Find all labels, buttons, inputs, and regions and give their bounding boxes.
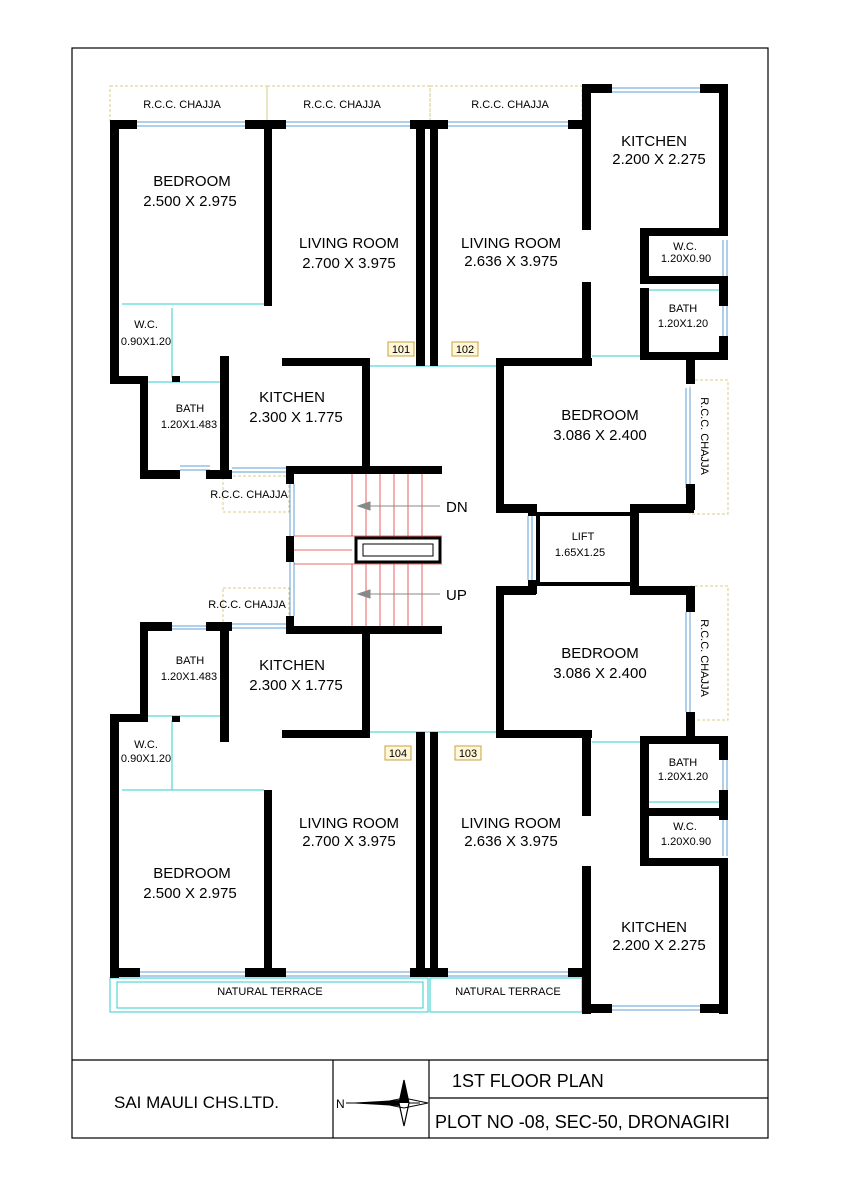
room-name-living-102: LIVING ROOM <box>461 235 561 252</box>
room-size-bath-bl: 1.20X1.483 <box>161 671 217 683</box>
flat-number-boxes <box>384 341 482 761</box>
room-size-wc-tr: 1.20X0.90 <box>661 253 711 265</box>
room-size-bedroom-103: 3.086 X 2.400 <box>553 665 646 682</box>
room-name-lift: LIFT <box>572 531 595 543</box>
stair-up-label: UP <box>446 587 467 604</box>
room-size-kitchen-101: 2.300 X 1.775 <box>249 409 342 426</box>
chajja-label: R.C.C. CHAJJA <box>208 599 286 611</box>
north-label: N <box>336 1097 345 1111</box>
chajja-label: R.C.C. CHAJJA <box>303 99 381 111</box>
room-name-bath-bl: BATH <box>176 655 205 667</box>
room-name-kitchen-101: KITCHEN <box>259 389 325 406</box>
room-size-kitchen-tr: 2.200 X 2.275 <box>612 151 705 168</box>
room-size-kitchen-br: 2.200 X 2.275 <box>612 937 705 954</box>
stair-well-inner <box>362 543 434 557</box>
terrace-label-left: NATURAL TERRACE <box>217 986 323 998</box>
plan-title: 1ST FLOOR PLAN <box>452 1071 604 1091</box>
room-name-bedroom-103: BEDROOM <box>561 645 639 662</box>
room-name-bedroom-102: BEDROOM <box>561 407 639 424</box>
room-size-wc-br: 1.20X0.90 <box>661 836 711 848</box>
walls <box>110 84 728 1014</box>
flat-number-101: 101 <box>392 344 410 356</box>
room-size-bedroom-bl: 2.500 X 2.975 <box>143 885 236 902</box>
room-size-bath-br: 1.20X1.20 <box>658 771 708 783</box>
plot-address: PLOT NO -08, SEC-50, DRONAGIRI <box>435 1112 730 1132</box>
room-name-bath-br: BATH <box>669 757 698 769</box>
room-name-bedroom-bl: BEDROOM <box>153 865 231 882</box>
room-name-kitchen-tr: KITCHEN <box>621 133 687 150</box>
room-name-wc-tl: W.C. <box>134 319 158 331</box>
room-size-wc-tl: 0.90X1.20 <box>121 336 171 348</box>
room-size-living-102: 2.636 X 3.975 <box>464 253 557 270</box>
room-size-lift: 1.65X1.25 <box>555 547 605 559</box>
chajja-label: R.C.C. CHAJJA <box>698 397 710 475</box>
room-size-living-103: 2.636 X 3.975 <box>464 833 557 850</box>
room-name-bath-tr: BATH <box>669 303 698 315</box>
terrace-label-right: NATURAL TERRACE <box>455 986 561 998</box>
room-name-bedroom-tl: BEDROOM <box>153 173 231 190</box>
room-name-wc-bl: W.C. <box>134 739 158 751</box>
room-name-wc-tr: W.C. <box>673 241 697 253</box>
room-name-living-104: LIVING ROOM <box>299 815 399 832</box>
room-size-bath-tl: 1.20X1.483 <box>161 419 217 431</box>
chajja-label: R.C.C. CHAJJA <box>471 99 549 111</box>
room-name-living-103: LIVING ROOM <box>461 815 561 832</box>
chajja-label: R.C.C. CHAJJA <box>210 489 288 501</box>
north-arrow-icon <box>346 1079 429 1127</box>
room-size-bedroom-102: 3.086 X 2.400 <box>553 427 646 444</box>
room-size-living-101: 2.700 X 3.975 <box>302 255 395 272</box>
flat-number-104: 104 <box>389 748 407 760</box>
room-name-kitchen-br: KITCHEN <box>621 919 687 936</box>
room-name-living-101: LIVING ROOM <box>299 235 399 252</box>
flat-number-102: 102 <box>456 344 474 356</box>
chajja-label: R.C.C. CHAJJA <box>698 619 710 697</box>
stair-arrows <box>356 501 440 599</box>
stair-down-label: DN <box>446 499 468 516</box>
room-name-kitchen-104: KITCHEN <box>259 657 325 674</box>
room-name-bath-tl: BATH <box>176 403 205 415</box>
sheet-border <box>71 47 769 1139</box>
windows <box>117 87 728 1011</box>
room-size-living-104: 2.700 X 3.975 <box>302 833 395 850</box>
room-size-wc-bl: 0.90X1.20 <box>121 753 171 765</box>
chajja-label: R.C.C. CHAJJA <box>143 99 221 111</box>
room-size-kitchen-104: 2.300 X 1.775 <box>249 677 342 694</box>
society-name: SAI MAULI CHS.LTD. <box>114 1093 279 1112</box>
flat-number-103: 103 <box>459 748 477 760</box>
room-name-wc-br: W.C. <box>673 821 697 833</box>
room-size-bedroom-tl: 2.500 X 2.975 <box>143 193 236 210</box>
room-size-bath-tr: 1.20X1.20 <box>658 318 708 330</box>
